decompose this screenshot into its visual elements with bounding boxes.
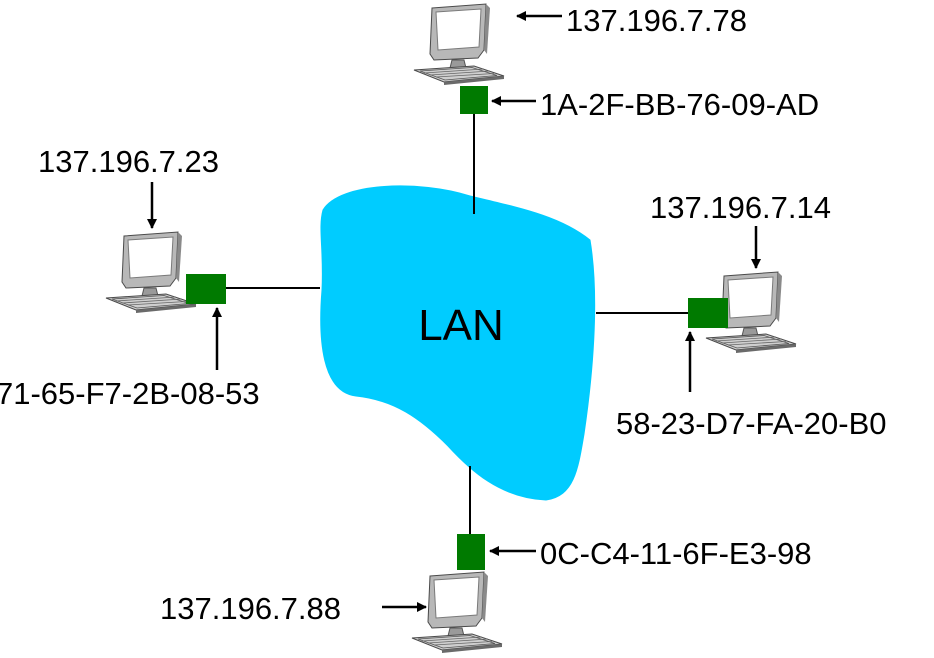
right-network-adapter-icon[interactable] xyxy=(688,298,728,328)
lan-label: LAN xyxy=(418,301,504,350)
left-host-computer-icon[interactable] xyxy=(105,231,197,314)
lan-cloud xyxy=(320,185,596,501)
left-host-mac: 71-65-F7-2B-08-53 xyxy=(0,376,260,411)
bottom-network-adapter-icon[interactable] xyxy=(457,534,485,570)
right-host-ip: 137.196.7.14 xyxy=(650,190,831,225)
bottom-host-computer-icon[interactable] xyxy=(411,571,503,654)
bottom-host-mac: 0C-C4-11-6F-E3-98 xyxy=(540,536,812,571)
left-host-ip: 137.196.7.23 xyxy=(38,144,219,179)
top-host-ip: 137.196.7.78 xyxy=(566,3,747,38)
top-network-adapter-icon[interactable] xyxy=(460,86,488,114)
right-host-mac: 58-23-D7-FA-20-B0 xyxy=(616,406,887,441)
top-host-computer-icon[interactable] xyxy=(413,3,505,86)
bottom-host-ip: 137.196.7.88 xyxy=(160,591,341,626)
left-network-adapter-icon[interactable] xyxy=(186,274,226,304)
top-host-mac: 1A-2F-BB-76-09-AD xyxy=(540,87,819,122)
